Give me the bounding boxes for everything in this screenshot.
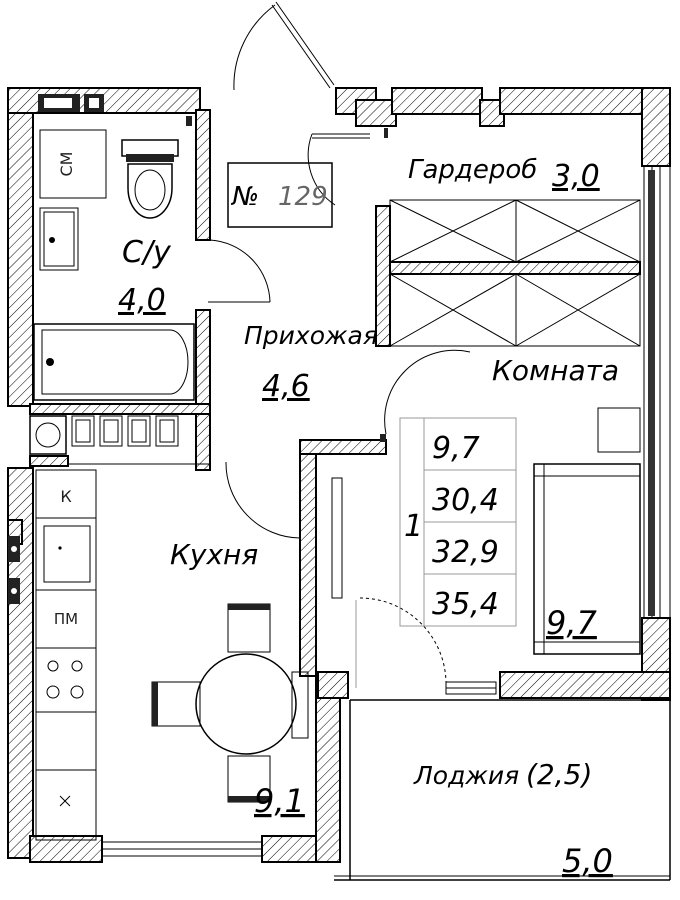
- summary-living-area: 9,7: [432, 431, 480, 466]
- summary-rooms-count: 1: [404, 509, 423, 544]
- toilet: [121, 139, 179, 219]
- cross-icon: [59, 795, 71, 807]
- summary-area-a: 30,4: [432, 483, 499, 518]
- washer-label: СМ: [57, 152, 76, 177]
- boiler-strip: [29, 415, 179, 455]
- room-name: Комната: [492, 354, 619, 387]
- bathroom-sink: [39, 207, 79, 271]
- loggia-name: Лоджия: [413, 761, 519, 790]
- hallway-area: 4,6: [262, 369, 310, 404]
- kitchen-divider: [331, 477, 343, 599]
- dining-table: [151, 603, 309, 803]
- bathroom-area: 4,0: [118, 283, 166, 318]
- fridge-label: К: [60, 487, 72, 506]
- apartment-number-value: 129: [278, 182, 328, 212]
- summary-table: 1 9,7 30,4 32,9 35,4: [404, 431, 499, 622]
- stove-icon: [46, 660, 84, 699]
- room-door: [384, 349, 471, 435]
- kitchen-sink: [8, 525, 91, 604]
- room-furniture: [399, 407, 641, 655]
- kitchen-window: [101, 841, 263, 857]
- bathtub: [33, 323, 195, 401]
- apartment-number-label: №: [230, 182, 259, 212]
- loggia-coef: (2,5): [526, 758, 592, 791]
- inner-walls: [29, 109, 391, 677]
- loggia-outline: [334, 699, 671, 881]
- summary-area-b: 32,9: [432, 535, 499, 570]
- hallway-name: Прихожая: [244, 321, 378, 350]
- bathroom-name: С/у: [122, 235, 172, 270]
- bathroom-door: [208, 239, 271, 303]
- room-area: 9,7: [546, 604, 598, 642]
- wardrobe-name: Гардероб: [408, 155, 537, 185]
- wardrobe-area: 3,0: [552, 159, 600, 194]
- wardrobe-cabinets: [389, 199, 641, 347]
- apartment-number-box: № 129: [227, 162, 333, 228]
- kitchen-name: Кухня: [170, 538, 258, 571]
- loggia-door: [355, 597, 497, 695]
- kitchen-door: [225, 461, 301, 539]
- fridge: К: [60, 487, 72, 506]
- room-labels: С/у 4,0 Прихожая 4,6 Гардероб 3,0 Комнат…: [118, 155, 619, 880]
- dishwasher-label: ПМ: [54, 610, 78, 628]
- kitchen-area: 9,1: [254, 782, 305, 820]
- entry-door: [233, 1, 370, 206]
- loggia-area: 5,0: [562, 842, 613, 880]
- bathroom-vents: [38, 94, 104, 112]
- washer: СМ: [39, 129, 107, 199]
- dishwasher: ПМ: [54, 610, 78, 628]
- summary-area-c: 35,4: [432, 587, 499, 622]
- room-window: [643, 165, 671, 619]
- kitchen-counter: [35, 469, 97, 841]
- outer-walls: [7, 87, 671, 863]
